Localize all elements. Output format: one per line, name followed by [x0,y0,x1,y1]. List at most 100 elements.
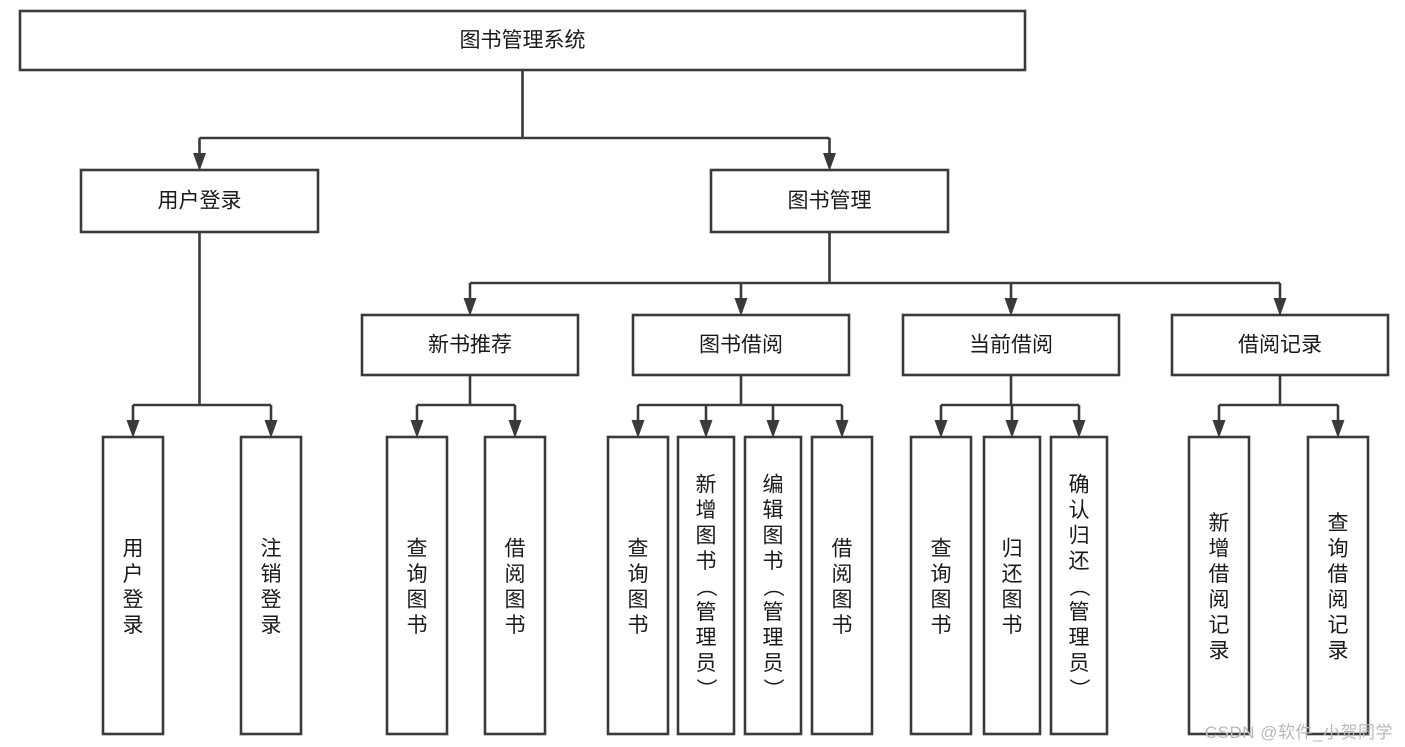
node-label: 图书借阅 [699,334,783,357]
node-label-char: 理 [1069,627,1090,650]
node-label: 用户登录 [158,190,242,213]
arrow-head-icon [193,153,206,171]
node-box [1306,435,1370,736]
node-label-char: 阅 [1209,588,1230,611]
node-label-char: 录 [261,614,282,637]
node-label-char: 还 [1069,550,1090,573]
arrow-head-icon [1331,420,1345,438]
node-label-char: 询 [931,563,952,586]
node-book-borrow[interactable]: 图书借阅 [631,313,851,377]
node-box [606,435,670,736]
node-label-char: 图 [832,588,853,611]
node-label-char: 书 [696,550,717,573]
node-label-char: 认 [1069,499,1090,522]
node-box [743,435,803,736]
node-label-char: （ [1067,576,1090,597]
node-label-char: 查 [931,537,952,560]
node-label-char: 销 [261,563,282,586]
node-label-char: 阅 [832,563,853,586]
node-label: 图书管理系统 [460,29,586,52]
arrow-head-icon [766,420,780,438]
node-leaf-user-login[interactable]: 用户登录 [101,435,165,736]
node-label-char: 员 [1069,652,1090,675]
arrow-head-icon [1072,420,1086,438]
node-box [631,313,851,377]
node-label-char: 借 [1328,563,1349,586]
node-label-char: 书 [505,614,526,637]
node-label: 借阅记录 [1238,334,1322,357]
node-box [1049,435,1109,736]
arrow-head-icon [1273,298,1287,316]
node-box [982,435,1042,736]
arrow-head-icon [264,420,278,438]
arrow-head-icon [699,420,713,438]
node-label-char: ） [761,678,784,699]
node-label-char: 记 [1209,614,1230,637]
node-current-borrow[interactable]: 当前借阅 [901,313,1121,377]
node-root[interactable]: 图书管理系统 [18,9,1027,72]
node-label-char: 新 [696,474,717,497]
node-label-char: 归 [1002,537,1023,560]
node-label-char: 理 [763,627,784,650]
node-label-char: 还 [1002,563,1023,586]
node-user-login[interactable]: 用户登录 [79,168,320,234]
node-label-char: 书 [931,614,952,637]
node-label-char: 书 [407,614,428,637]
node-box [1170,313,1390,377]
node-label-char: 书 [628,614,649,637]
node-label-char: 增 [696,499,717,522]
arrow-head-icon [734,298,748,316]
node-label-char: 图 [763,525,784,548]
node-label-char: 新 [1209,512,1230,535]
node-box [901,313,1121,377]
node-label-char: 管 [696,601,717,624]
node-label-char: 询 [407,563,428,586]
arrow-head-icon [823,153,836,171]
node-label-char: 阅 [1328,588,1349,611]
node-label-char: 借 [505,537,526,560]
node-label-char: 登 [261,588,282,611]
node-box [18,9,1027,72]
node-label-char: 书 [832,614,853,637]
node-label-char: ） [694,678,717,699]
arrow-head-icon [835,420,849,438]
node-label-char: 录 [123,614,144,637]
node-box [909,435,973,736]
arrow-head-icon [631,420,645,438]
node-box [676,435,736,736]
node-label-char: 查 [1328,512,1349,535]
node-box [385,435,449,736]
node-label-char: ） [1067,678,1090,699]
node-label: 当前借阅 [969,334,1053,357]
node-borrow-record[interactable]: 借阅记录 [1170,313,1390,377]
node-label-char: 辑 [763,499,784,522]
node-label-char: 用 [123,537,144,560]
node-label-char: 录 [1328,639,1349,662]
node-box [483,435,547,736]
node-label-char: 图 [505,588,526,611]
node-label-char: 归 [1069,525,1090,548]
node-box [360,313,580,377]
node-new-book-rec[interactable]: 新书推荐 [360,313,580,377]
node-label-char: （ [694,576,717,597]
arrow-head-icon [508,420,522,438]
node-book-manage[interactable]: 图书管理 [709,168,950,234]
node-label-char: 注 [261,537,282,560]
node-label-char: 图 [696,525,717,548]
node-box [101,435,165,736]
node-label-char: 借 [1209,563,1230,586]
node-label-char: 员 [696,652,717,675]
